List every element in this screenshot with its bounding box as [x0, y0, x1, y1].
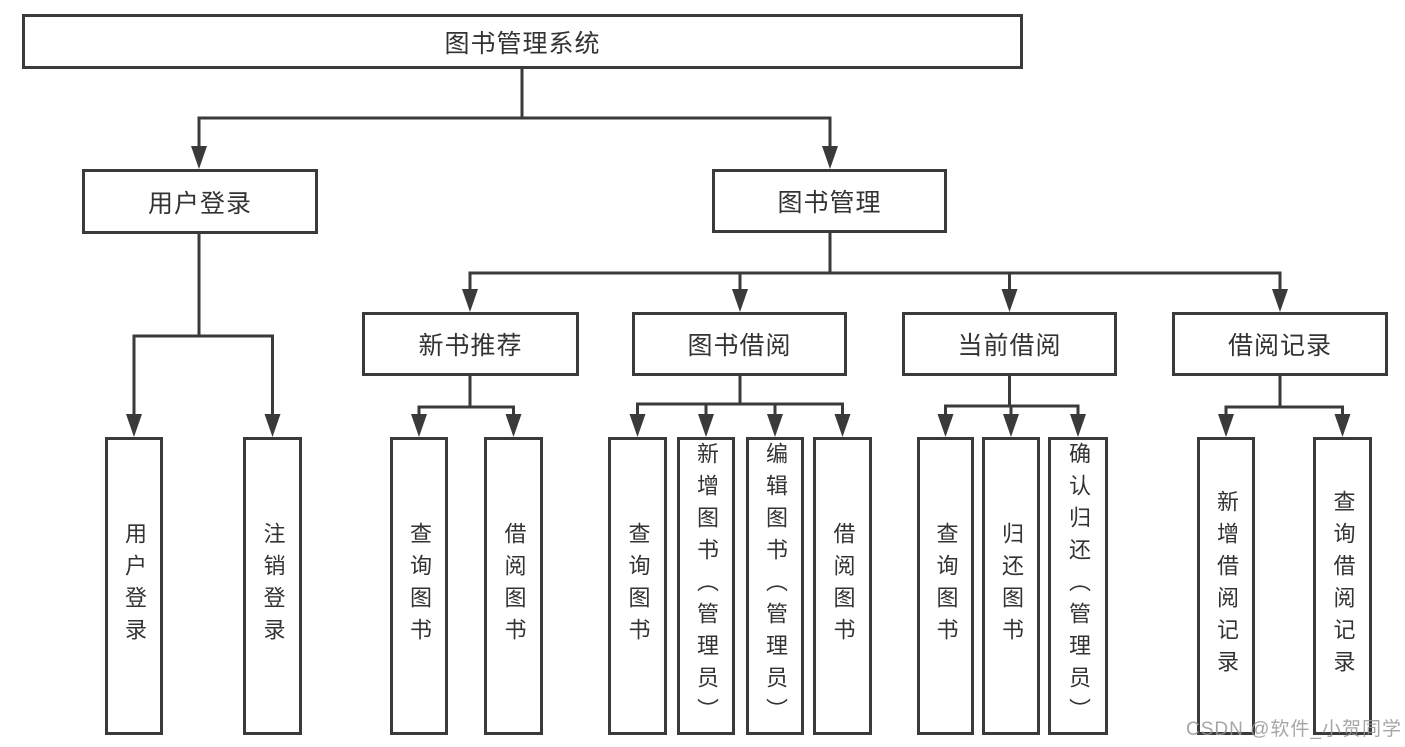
node-current-borrow: 当前借阅 — [902, 312, 1117, 376]
leaf-user-login: 用户登录 — [105, 437, 163, 735]
watermark-text: CSDN @软件_小贺同学 — [1186, 719, 1402, 740]
leaf-query-borrow-record-label: 查询借阅记录 — [1330, 490, 1356, 682]
leaf-edit-book-admin: 编辑图书（管理员） — [746, 437, 804, 735]
connector-currentborrow-leaves — [944, 376, 1080, 417]
leaf-add-book-admin-label: 新增图书（管理员） — [694, 442, 719, 730]
node-book-borrow: 图书借阅 — [632, 312, 847, 376]
node-user-login-label: 用户登录 — [147, 189, 252, 218]
leaf-query-books-current: 查询图书 — [917, 437, 974, 735]
leaf-return-book-label: 归还图书 — [999, 522, 1024, 650]
leaf-query-borrow-record: 查询借阅记录 — [1313, 437, 1372, 735]
node-new-book-recommend: 新书推荐 — [362, 312, 579, 376]
node-root: 图书管理系统 — [22, 14, 1023, 69]
leaf-edit-book-admin-label: 编辑图书（管理员） — [763, 442, 788, 730]
leaf-borrow-books-recommend: 借阅图书 — [484, 437, 543, 735]
leaf-query-books-borrow-label: 查询图书 — [625, 522, 651, 650]
node-user-login: 用户登录 — [82, 169, 318, 234]
node-book-borrow-label: 图书借阅 — [687, 332, 792, 360]
leaf-query-books-recommend-label: 查询图书 — [407, 522, 432, 650]
leaf-user-login-label: 用户登录 — [122, 522, 147, 650]
node-borrow-record-label: 借阅记录 — [1227, 332, 1332, 360]
leaf-add-borrow-record-label: 新增借阅记录 — [1214, 490, 1239, 682]
leaf-borrow-books: 借阅图书 — [813, 437, 872, 735]
connector-bookborrow-leaves — [636, 376, 844, 417]
leaf-query-books-borrow: 查询图书 — [608, 437, 667, 735]
connector-borrowrecord-leaves — [1224, 376, 1344, 417]
connector-bookmgmt-level2 — [468, 233, 1282, 292]
node-book-management: 图书管理 — [712, 169, 947, 233]
leaf-logout-label: 注销登录 — [260, 522, 286, 650]
connector-userlogin-leaves — [132, 234, 274, 417]
node-new-book-recommend-label: 新书推荐 — [418, 332, 523, 360]
leaf-add-book-admin: 新增图书（管理员） — [677, 437, 735, 735]
leaf-logout: 注销登录 — [243, 437, 302, 735]
leaf-return-book: 归还图书 — [982, 437, 1040, 735]
leaf-query-books-recommend: 查询图书 — [390, 437, 448, 735]
node-current-borrow-label: 当前借阅 — [957, 332, 1062, 360]
leaf-borrow-books-label: 借阅图书 — [830, 522, 856, 650]
node-root-label: 图书管理系统 — [444, 29, 601, 58]
leaf-add-borrow-record: 新增借阅记录 — [1197, 437, 1255, 735]
leaf-borrow-books-recommend-label: 借阅图书 — [501, 522, 527, 650]
node-borrow-record: 借阅记录 — [1172, 312, 1388, 376]
leaf-confirm-return-admin-label: 确认归还（管理员） — [1066, 442, 1091, 730]
leaf-query-books-current-label: 查询图书 — [933, 522, 959, 650]
leaf-confirm-return-admin: 确认归还（管理员） — [1048, 437, 1108, 735]
connector-newbook-leaves — [417, 376, 515, 417]
node-book-management-label: 图书管理 — [777, 189, 882, 217]
connector-root-level1 — [197, 69, 832, 149]
arrowheads — [126, 146, 1351, 437]
